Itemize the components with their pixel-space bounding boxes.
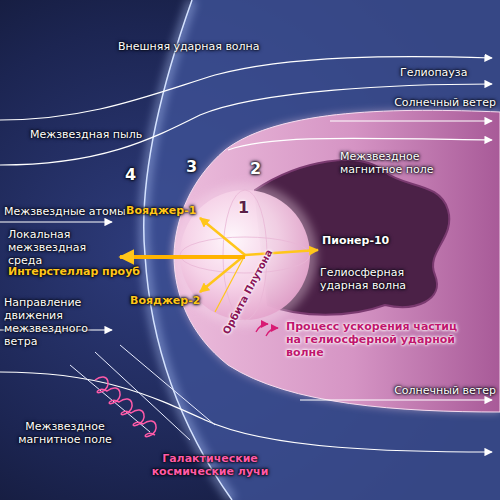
voyager-1-path (200, 218, 245, 255)
region-label: Межзвездные атомы (4, 205, 126, 218)
field-line (120, 345, 215, 425)
heliosheath-region (174, 110, 500, 412)
solar-wind-line (300, 399, 492, 400)
bow-shock-region (144, 0, 500, 500)
direction-label: Направление движения межзвездного ветра (4, 296, 124, 348)
flow-label: Солнечный ветер (394, 96, 496, 109)
field-label: Межзвездное магнитное поле (340, 150, 440, 176)
callout-number: 3 (186, 158, 197, 176)
field-label: Межзвездное магнитное поле (10, 420, 120, 446)
callout-number: 2 (250, 160, 261, 178)
process-label: Процесс ускорения частиц на гелиосферной… (286, 320, 471, 359)
acceleration-arrow (266, 328, 278, 336)
flow-label: Солнечный ветер (394, 384, 496, 397)
region-label: Гелиосферная ударная волна (320, 266, 420, 292)
probe-path (120, 255, 245, 259)
orbit-label: Орбита Плутона (221, 248, 276, 337)
region-label: Межзвездная пыль (30, 128, 142, 141)
region-label: Локальная межзвездная среда (8, 228, 113, 267)
heliopause-glow (174, 110, 500, 412)
spacecraft-label: Вояджер-1 (126, 204, 196, 217)
solar-wind-line (330, 120, 492, 121)
voyager-2-path (200, 255, 245, 292)
region-label: Внешняя ударная волна (118, 40, 260, 53)
spacecraft-label: Вояджер-2 (130, 294, 200, 307)
callout-number: 4 (125, 166, 136, 184)
field-line (95, 352, 190, 440)
spacecraft-label: Пионер-10 (322, 234, 389, 247)
pioneer-10-path (245, 250, 318, 255)
region-label: Гелиопауза (400, 66, 467, 79)
acceleration-arrow (256, 324, 268, 332)
magnetic-field-line (228, 138, 492, 150)
wind-line (0, 221, 112, 222)
flow-line (0, 57, 492, 120)
cosmic-ray-label: Галактические космические лучи (150, 452, 270, 478)
callout-number: 1 (238, 199, 249, 217)
spacecraft-label: Интерстеллар проуб (8, 265, 140, 278)
